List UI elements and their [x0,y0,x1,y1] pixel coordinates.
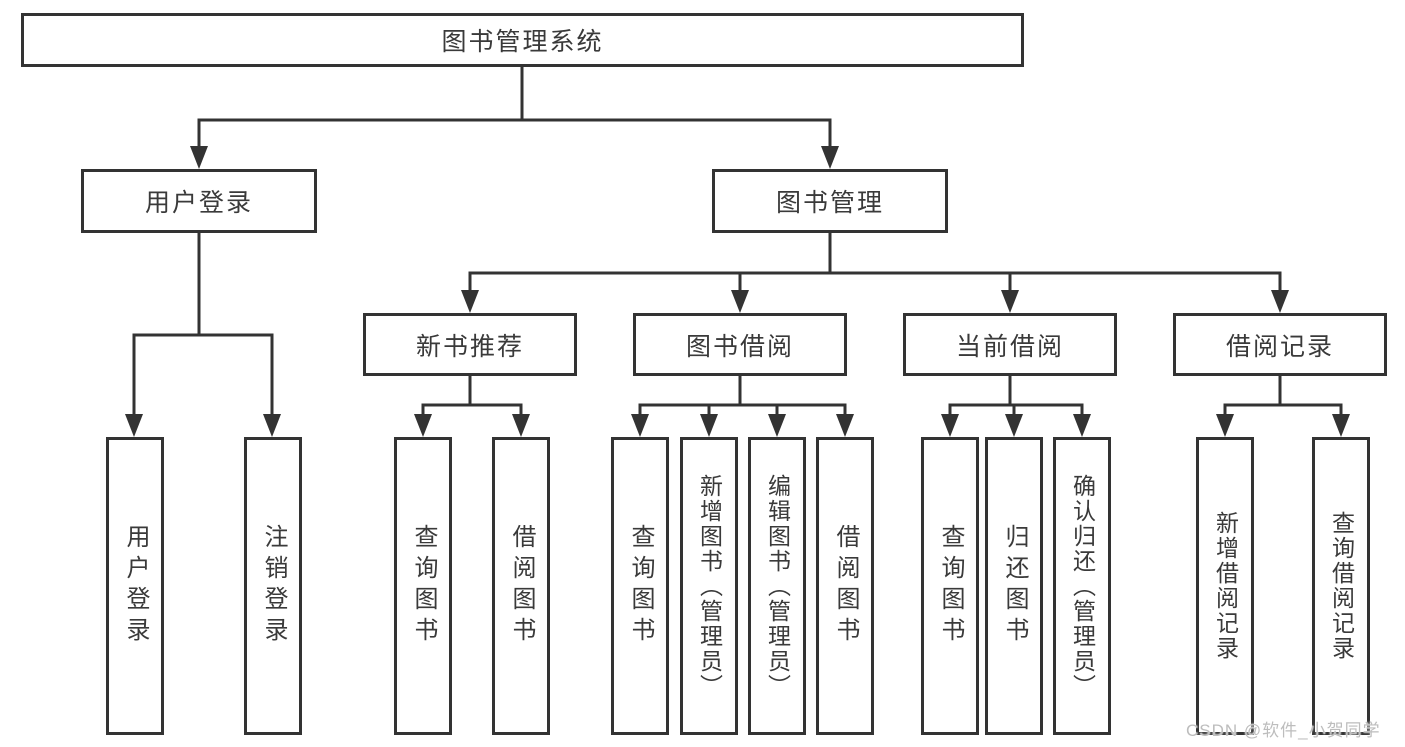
leaf-user-login: 用户登录 [106,437,164,735]
node-current-borrowing: 当前借阅 [903,313,1117,376]
leaf-logout: 注销登录 [244,437,302,735]
arrowhead [512,414,530,437]
leaf-logout-label: 注销登录 [260,524,287,648]
leaf-add-borrow-record-label: 新增借阅记录 [1212,511,1239,661]
arrowhead [414,414,432,437]
leaf-query-books-recommend: 查询图书 [394,437,452,735]
arrowhead [700,414,718,437]
arrowhead [631,414,649,437]
watermark: CSDN @软件_小贺同学 [1186,721,1381,740]
arrowhead [731,290,749,313]
arrowhead [1332,414,1350,437]
leaf-query-books-borrowing: 查询图书 [611,437,669,735]
node-current-borrowing-label: 当前借阅 [955,332,1064,361]
arrowhead [836,414,854,437]
connector-recommend-to-leaves [421,374,523,418]
leaf-add-book-admin: 新增图书（管理员） [680,437,738,735]
arrowhead [125,414,143,437]
leaf-add-borrow-record: 新增借阅记录 [1196,437,1254,735]
connector-borrowing-to-leaves [638,374,847,418]
connector-mgmt-to-level3 [468,231,1282,294]
arrowhead [461,290,479,313]
arrowhead [941,414,959,437]
node-book-borrowing-label: 图书借阅 [685,332,794,361]
leaf-borrow-books-borrowing-label: 借阅图书 [832,524,859,648]
leaf-query-borrow-record-label: 查询借阅记录 [1328,511,1355,661]
connector-current-to-leaves [948,374,1084,418]
node-borrowing-records-label: 借阅记录 [1225,332,1334,361]
arrowhead [768,414,786,437]
connector-login-to-leaves [132,231,274,418]
leaf-query-books-current-label: 查询图书 [937,524,964,648]
node-new-book-recommendation: 新书推荐 [363,313,577,376]
arrowhead [263,414,281,437]
arrowhead [821,146,839,169]
arrowhead [1005,414,1023,437]
node-book-management: 图书管理 [712,169,948,233]
arrowhead [1001,290,1019,313]
leaf-confirm-return-admin: 确认归还（管理员） [1053,437,1111,735]
leaf-query-books-current: 查询图书 [921,437,979,735]
leaf-confirm-return-admin-label: 确认归还（管理员） [1069,473,1096,699]
connector-records-to-leaves [1223,374,1343,418]
arrowhead [1073,414,1091,437]
node-new-book-recommendation-label: 新书推荐 [415,332,524,361]
arrowheads [125,146,1350,437]
node-root-system-label: 图书管理系统 [441,28,604,56]
leaf-query-books-borrowing-label: 查询图书 [627,524,654,648]
leaf-add-book-admin-label: 新增图书（管理员） [696,473,723,699]
connector-root-to-level2 [197,65,832,150]
leaf-edit-book-admin-label: 编辑图书（管理员） [764,473,791,699]
node-user-login: 用户登录 [81,169,317,233]
arrowhead [1216,414,1234,437]
leaf-borrow-books-recommend-label: 借阅图书 [508,524,535,648]
arrowhead [190,146,208,169]
arrowhead [1271,290,1289,313]
node-root-system: 图书管理系统 [21,13,1024,67]
node-book-management-label: 图书管理 [775,189,884,217]
leaf-return-books-label: 归还图书 [1001,524,1028,648]
node-user-login-label: 用户登录 [144,189,253,217]
leaf-edit-book-admin: 编辑图书（管理员） [748,437,806,735]
leaf-query-books-recommend-label: 查询图书 [410,524,437,648]
leaf-borrow-books-borrowing: 借阅图书 [816,437,874,735]
leaf-query-borrow-record: 查询借阅记录 [1312,437,1370,735]
node-borrowing-records: 借阅记录 [1173,313,1387,376]
leaf-return-books: 归还图书 [985,437,1043,735]
leaf-borrow-books-recommend: 借阅图书 [492,437,550,735]
leaf-user-login-label: 用户登录 [122,524,149,648]
node-book-borrowing: 图书借阅 [633,313,847,376]
